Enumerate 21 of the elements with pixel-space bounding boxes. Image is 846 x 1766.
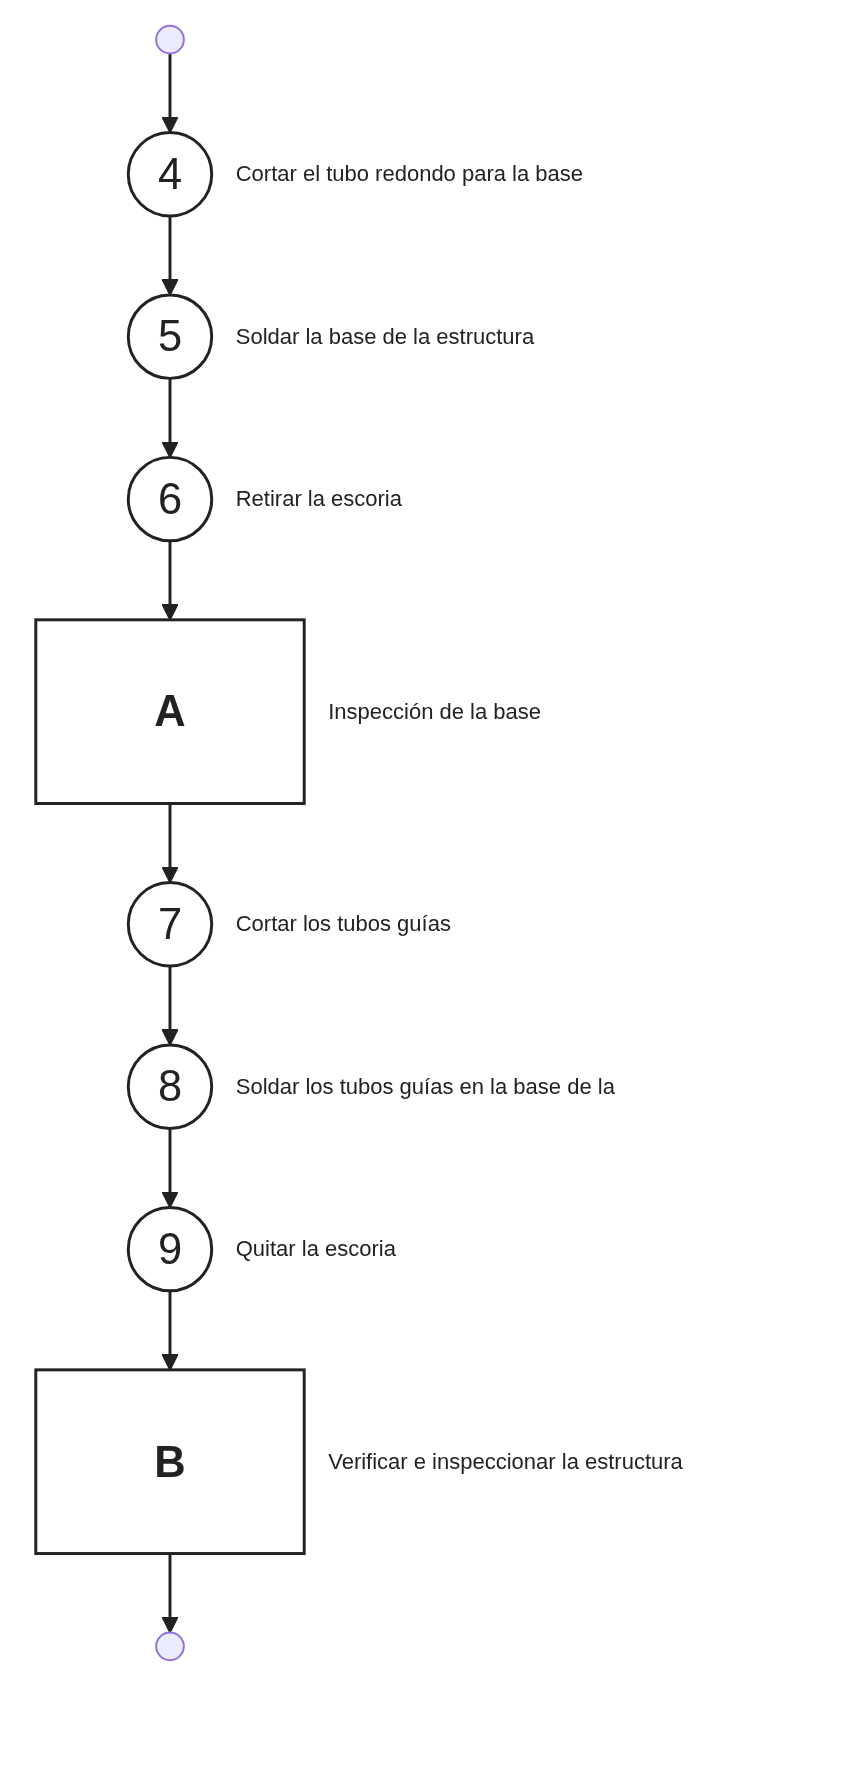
step-description: Soldar la base de la estructura — [235, 323, 535, 350]
arrow — [161, 965, 179, 1046]
node-circle — [126, 1205, 214, 1293]
node-box — [34, 1368, 306, 1555]
node-circle — [126, 881, 214, 968]
node-circle — [126, 455, 214, 543]
step-description: Soldar los tubos guías en la base de la — [235, 1073, 615, 1100]
step-description: Inspección de la base — [328, 698, 541, 725]
step-description: Cortar el tubo redondo para la base — [235, 161, 584, 188]
node-circle — [155, 24, 185, 55]
node-circle — [126, 1043, 214, 1130]
step-description: Quitar la escoria — [235, 1236, 396, 1263]
node-circle — [126, 293, 214, 380]
step-description: Retirar la escoria — [235, 486, 402, 513]
node-box — [34, 618, 306, 805]
node-circle — [155, 1631, 185, 1662]
step-description: Cortar los tubos guías — [235, 911, 451, 938]
arrow — [161, 215, 179, 296]
arrow — [161, 1553, 179, 1634]
node-circle — [126, 131, 214, 218]
step-description: Verificar e inspeccionar la estructura — [328, 1448, 683, 1475]
